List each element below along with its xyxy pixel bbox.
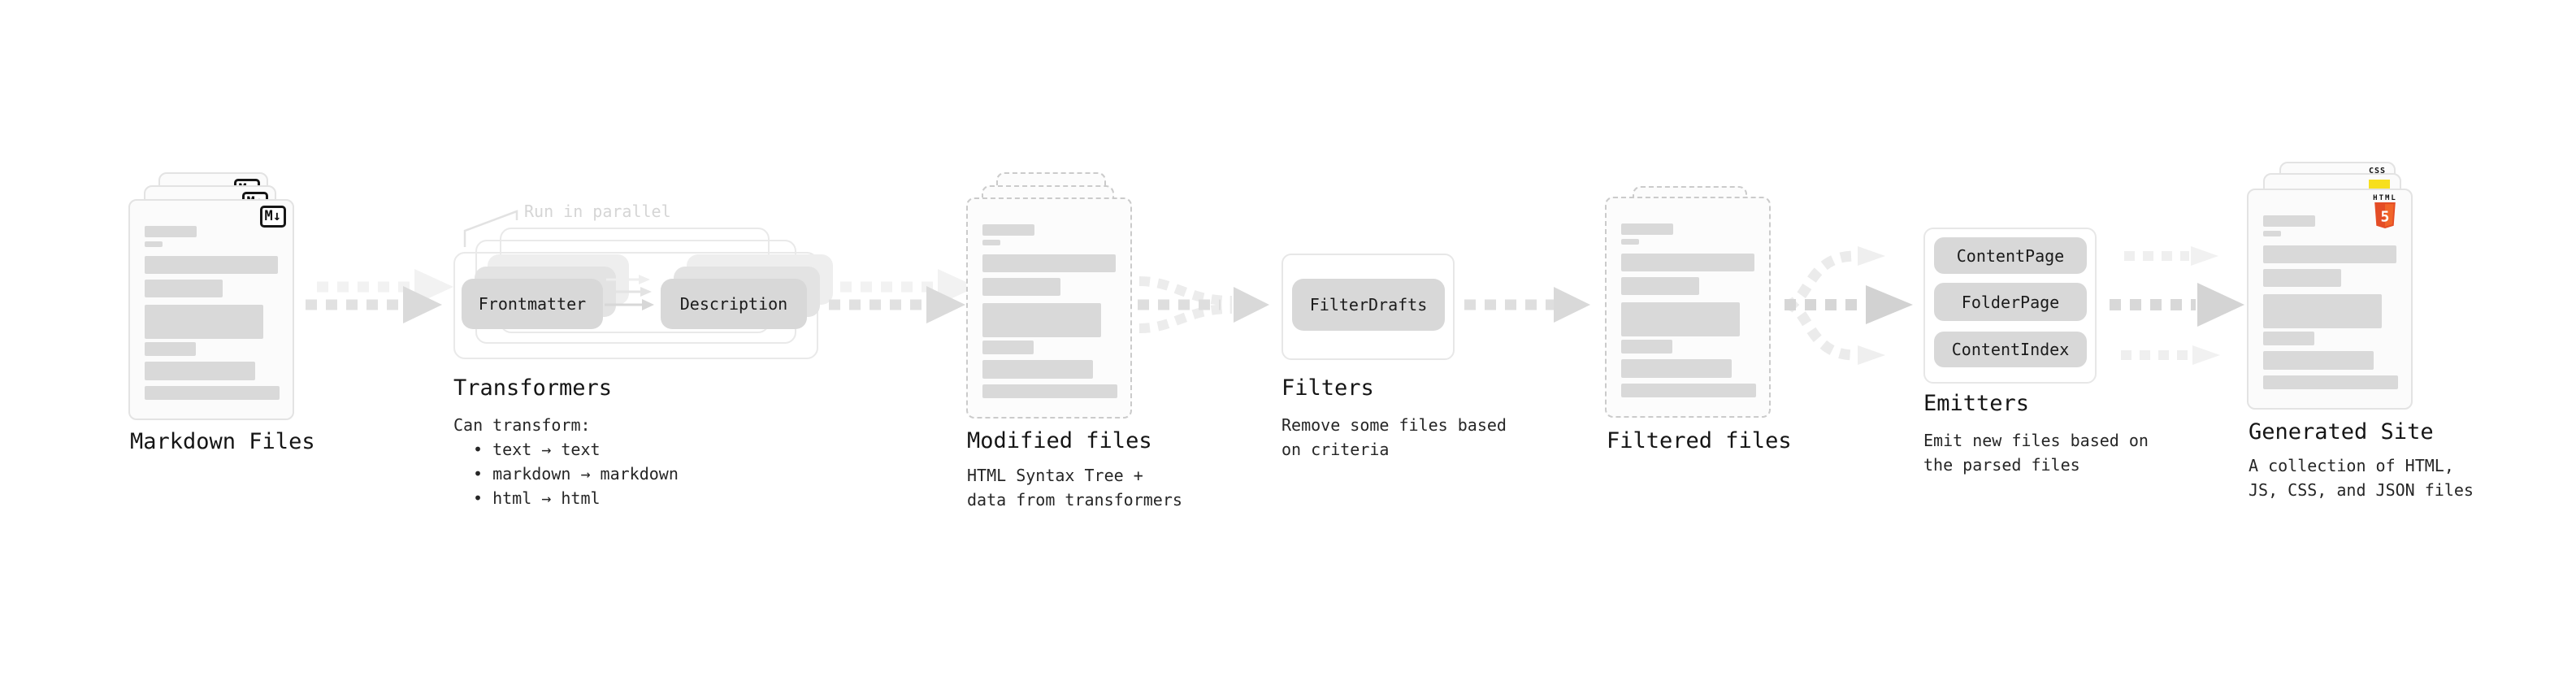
html-file-card: HTML 5 [2247,189,2413,410]
filters-title: Filters [1281,375,1374,401]
emitters-title: Emitters [1923,391,2030,416]
markdown-icon: M↓ [259,206,286,228]
placeholder-line [2263,294,2382,328]
placeholder-line [1621,384,1756,397]
filterdrafts-pill: FilterDrafts [1292,279,1445,331]
html5-icon: HTML 5 [2367,194,2403,232]
markdown-files-title: Markdown Files [130,429,315,454]
contentpage-pill: ContentPage [1934,237,2087,274]
file-card [966,197,1132,419]
run-in-parallel-label: Run in parallel [524,202,671,221]
placeholder-line [1621,254,1754,271]
placeholder-line [145,256,278,274]
placeholder-line [2263,332,2314,345]
generated-site-subtitle: A collection of HTML, JS, CSS, and JSON … [2249,456,2474,500]
filters-subtitle: Remove some files based on criteria [1281,415,1507,459]
placeholder-line [1621,239,1639,245]
placeholder-line [2263,245,2396,263]
placeholder-line [982,303,1101,337]
placeholder-line [1621,223,1673,235]
html5-icon-label: HTML [2373,194,2397,202]
placeholder-line [982,340,1034,354]
placeholder-line [145,342,196,356]
description-line: • html → html [473,488,601,508]
placeholder-line [982,360,1093,379]
placeholder-line [982,240,1000,245]
placeholder-line [2263,215,2315,227]
description-pill: Description [661,279,807,329]
file-card: M↓ [128,199,294,420]
placeholder-line [145,386,280,400]
placeholder-line [145,362,255,380]
placeholder-line [1621,359,1732,378]
arrow-transformers-to-modified [829,269,977,323]
filtered-files-stack [1605,186,1792,430]
filtered-files-title: Filtered files [1607,428,1792,453]
html5-icon-number: 5 [2381,208,2390,225]
placeholder-line [2263,375,2398,389]
placeholder-line [145,280,223,297]
frontmatter-pill: Frontmatter [462,279,603,329]
description-line: • markdown → markdown [473,464,679,484]
placeholder-line [2263,269,2341,287]
placeholder-line [1621,302,1740,336]
description-line: • text → text [473,440,601,459]
arrow-filtered-to-emitters [1785,246,1913,365]
placeholder-line [2263,351,2374,370]
emitters-subtitle: Emit new files based on the parsed files [1923,431,2149,475]
transformers-graphic: Run in parallel Frontmatter Description [453,200,833,362]
transformers-title: Transformers [453,375,613,401]
placeholder-line [1621,340,1672,354]
file-card [1605,197,1771,418]
modified-files-title: Modified files [967,428,1152,453]
placeholder-line [1621,277,1699,295]
arrow-markdown-to-transformers [306,269,453,323]
placeholder-line [2263,231,2281,236]
placeholder-line [145,305,263,339]
modified-files-subtitle: HTML Syntax Tree + data from transformer… [967,466,1182,510]
arrow-filters-to-filtered [1464,287,1590,323]
placeholder-line [982,278,1060,296]
arrow-modified-to-filters [1138,276,1269,333]
parallel-arrows-icon [605,275,654,310]
placeholder-line [982,254,1116,272]
contentindex-pill: ContentIndex [1934,332,2087,367]
description-line: Can transform: [453,415,591,435]
transformers-description: Can transform: • text → text • markdown … [453,413,679,510]
annotation-leader-line [463,210,518,247]
folderpage-pill: FolderPage [1934,283,2087,321]
placeholder-line [982,224,1034,236]
placeholder-line [145,226,197,237]
markdown-files-stack: M↓ M↓ M↓ [128,172,315,424]
placeholder-line [982,384,1117,398]
modified-files-stack [966,172,1153,424]
generated-site-stack: CSS HTML 5 [2247,162,2434,414]
generated-site-title: Generated Site [2249,419,2434,445]
arrow-emitters-to-site [2110,246,2244,365]
placeholder-line [145,241,163,247]
